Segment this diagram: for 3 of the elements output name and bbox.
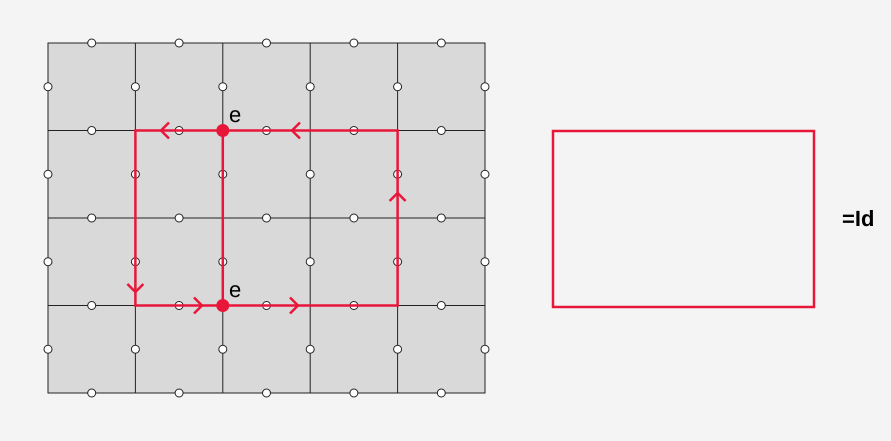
equation-text: =Id bbox=[842, 208, 874, 230]
particle-label: e bbox=[229, 279, 242, 301]
particle-label: e bbox=[229, 104, 242, 126]
